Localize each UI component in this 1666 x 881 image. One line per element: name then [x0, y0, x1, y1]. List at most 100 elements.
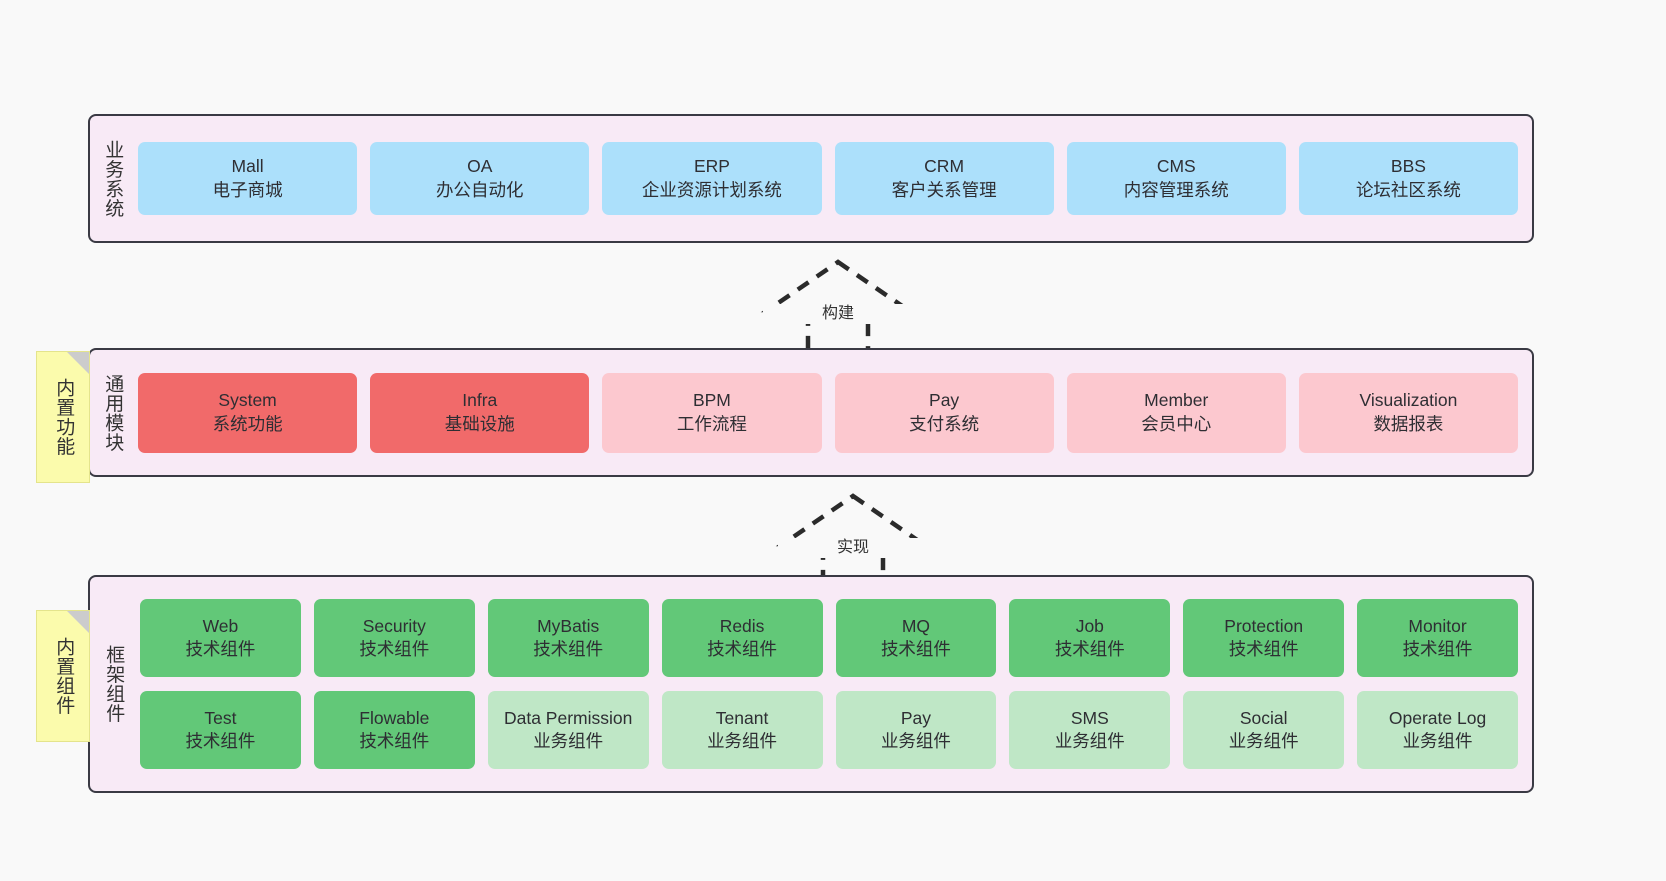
node-subtitle: 技术组件 [185, 639, 256, 659]
node-subtitle: 客户关系管理 [891, 179, 997, 200]
node-protection[interactable]: Protection 技术组件 [1183, 599, 1345, 677]
node-subtitle: 论坛社区系统 [1355, 179, 1461, 200]
node-mq[interactable]: MQ 技术组件 [835, 599, 997, 677]
node-title: OA [467, 156, 493, 177]
node-title: Mall [231, 156, 264, 177]
layer-business-cells: Mall 电子商城 OA 办公自动化 ERP 企业资源计划系统 CRM 客户关系… [134, 116, 1532, 241]
node-subtitle: 会员中心 [1141, 413, 1212, 434]
node-web[interactable]: Web 技术组件 [140, 599, 301, 677]
node-flowable[interactable]: Flowable 技术组件 [313, 691, 475, 769]
node-bpm[interactable]: BPM 工作流程 [602, 372, 822, 453]
layer-common-cells: System 系统功能 Infra 基础设施 BPM 工作流程 Pay 支付系统… [134, 350, 1532, 475]
node-title: CRM [924, 156, 965, 177]
node-title: System [218, 390, 277, 411]
node-subtitle: 业务组件 [707, 731, 778, 751]
node-title: ERP [693, 156, 730, 177]
node-subtitle: 技术组件 [707, 639, 778, 659]
node-subtitle: 内容管理系统 [1123, 179, 1229, 200]
node-social[interactable]: Social 业务组件 [1183, 691, 1345, 769]
node-subtitle: 技术组件 [359, 731, 430, 751]
cell-row: System 系统功能 Infra 基础设施 BPM 工作流程 Pay 支付系统… [138, 372, 1519, 453]
arrow-build: 构建 [760, 258, 916, 355]
node-title: BBS [1390, 156, 1426, 177]
node-subtitle: 工作流程 [676, 413, 747, 434]
node-title: SMS [1070, 707, 1109, 728]
node-title: Security [362, 615, 426, 636]
node-oa[interactable]: OA 办公自动化 [370, 142, 590, 215]
node-title: Job [1075, 615, 1104, 636]
node-data-permission[interactable]: Data Permission 业务组件 [487, 691, 649, 769]
node-title: Web [202, 615, 239, 636]
node-security[interactable]: Security 技术组件 [313, 599, 475, 677]
node-tenant[interactable]: Tenant 业务组件 [661, 691, 823, 769]
note-builtin-feature-label: 内置功能 [53, 378, 75, 456]
cell-row: Test 技术组件 Flowable 技术组件 Data Permission … [140, 691, 1518, 769]
layer-framework-component: 框架组件 Web 技术组件 Security 技术组件 MyBatis 技术组件… [88, 575, 1534, 793]
node-subtitle: 技术组件 [1054, 639, 1125, 659]
arrow-implement-label: 实现 [778, 538, 928, 558]
node-erp[interactable]: ERP 企业资源计划系统 [602, 142, 822, 215]
node-title: BPM [692, 390, 731, 411]
node-subtitle: 基础设施 [444, 413, 515, 434]
layer-business-system: 业务系统 Mall 电子商城 OA 办公自动化 ERP 企业资源计划系统 CRM… [88, 114, 1534, 243]
note-builtin-feature: 内置功能 [36, 351, 90, 483]
node-subtitle: 业务组件 [880, 731, 951, 751]
node-title: Data Permission [503, 707, 633, 728]
node-member[interactable]: Member 会员中心 [1066, 372, 1286, 453]
node-subtitle: 业务组件 [1228, 731, 1299, 751]
node-operate-log[interactable]: Operate Log 业务组件 [1357, 691, 1518, 769]
node-subtitle: 业务组件 [533, 731, 604, 751]
node-test[interactable]: Test 技术组件 [140, 691, 301, 769]
cell-row: Mall 电子商城 OA 办公自动化 ERP 企业资源计划系统 CRM 客户关系… [138, 142, 1519, 215]
node-mall[interactable]: Mall 电子商城 [138, 142, 358, 215]
node-subtitle: 办公自动化 [436, 179, 524, 200]
node-subtitle: 技术组件 [880, 639, 951, 659]
node-monitor[interactable]: Monitor 技术组件 [1357, 599, 1518, 677]
node-pay[interactable]: Pay 支付系统 [834, 372, 1054, 453]
node-title: Visualization [1359, 390, 1458, 411]
layer-common-module: 通用模块 System 系统功能 Infra 基础设施 BPM 工作流程 Pay… [88, 348, 1534, 477]
node-bbs[interactable]: BBS 论坛社区系统 [1298, 142, 1519, 215]
node-title: MQ [901, 615, 931, 636]
node-subtitle: 技术组件 [185, 731, 256, 751]
node-subtitle: 电子商城 [212, 179, 283, 200]
node-subtitle: 业务组件 [1402, 731, 1473, 751]
node-mybatis[interactable]: MyBatis 技术组件 [487, 599, 649, 677]
node-subtitle: 技术组件 [1402, 639, 1473, 659]
node-subtitle: 企业资源计划系统 [641, 179, 782, 200]
node-title: MyBatis [537, 615, 600, 636]
layer-framework-cells: Web 技术组件 Security 技术组件 MyBatis 技术组件 Redi… [136, 577, 1532, 791]
node-title: Pay [900, 707, 932, 728]
node-title: Pay [929, 390, 960, 411]
node-title: Protection [1224, 615, 1304, 636]
node-subtitle: 技术组件 [1228, 639, 1299, 659]
node-title: Infra [462, 390, 498, 411]
node-pay-component[interactable]: Pay 业务组件 [835, 691, 997, 769]
node-subtitle: 系统功能 [212, 413, 283, 434]
node-redis[interactable]: Redis 技术组件 [661, 599, 823, 677]
node-cms[interactable]: CMS 内容管理系统 [1066, 142, 1286, 215]
node-title: CMS [1156, 156, 1196, 177]
node-subtitle: 技术组件 [359, 639, 430, 659]
node-title: Member [1144, 390, 1209, 411]
node-title: Social [1239, 707, 1288, 728]
node-title: Tenant [715, 707, 769, 728]
node-job[interactable]: Job 技术组件 [1009, 599, 1171, 677]
node-title: Flowable [359, 707, 430, 728]
node-infra[interactable]: Infra 基础设施 [370, 372, 590, 453]
note-builtin-component: 内置组件 [36, 610, 90, 742]
node-title: Redis [719, 615, 765, 636]
node-title: Monitor [1408, 615, 1467, 636]
node-subtitle: 数据报表 [1373, 413, 1444, 434]
layer-title-framework-component: 框架组件 [103, 645, 125, 723]
node-crm[interactable]: CRM 客户关系管理 [834, 142, 1054, 215]
node-subtitle: 支付系统 [909, 413, 980, 434]
cell-row: Web 技术组件 Security 技术组件 MyBatis 技术组件 Redi… [140, 599, 1518, 677]
node-subtitle: 技术组件 [533, 639, 604, 659]
node-visualization[interactable]: Visualization 数据报表 [1298, 372, 1519, 453]
node-title: Operate Log [1388, 707, 1487, 728]
note-builtin-component-label: 内置组件 [53, 637, 75, 715]
node-sms[interactable]: SMS 业务组件 [1009, 691, 1171, 769]
node-system[interactable]: System 系统功能 [138, 372, 358, 453]
